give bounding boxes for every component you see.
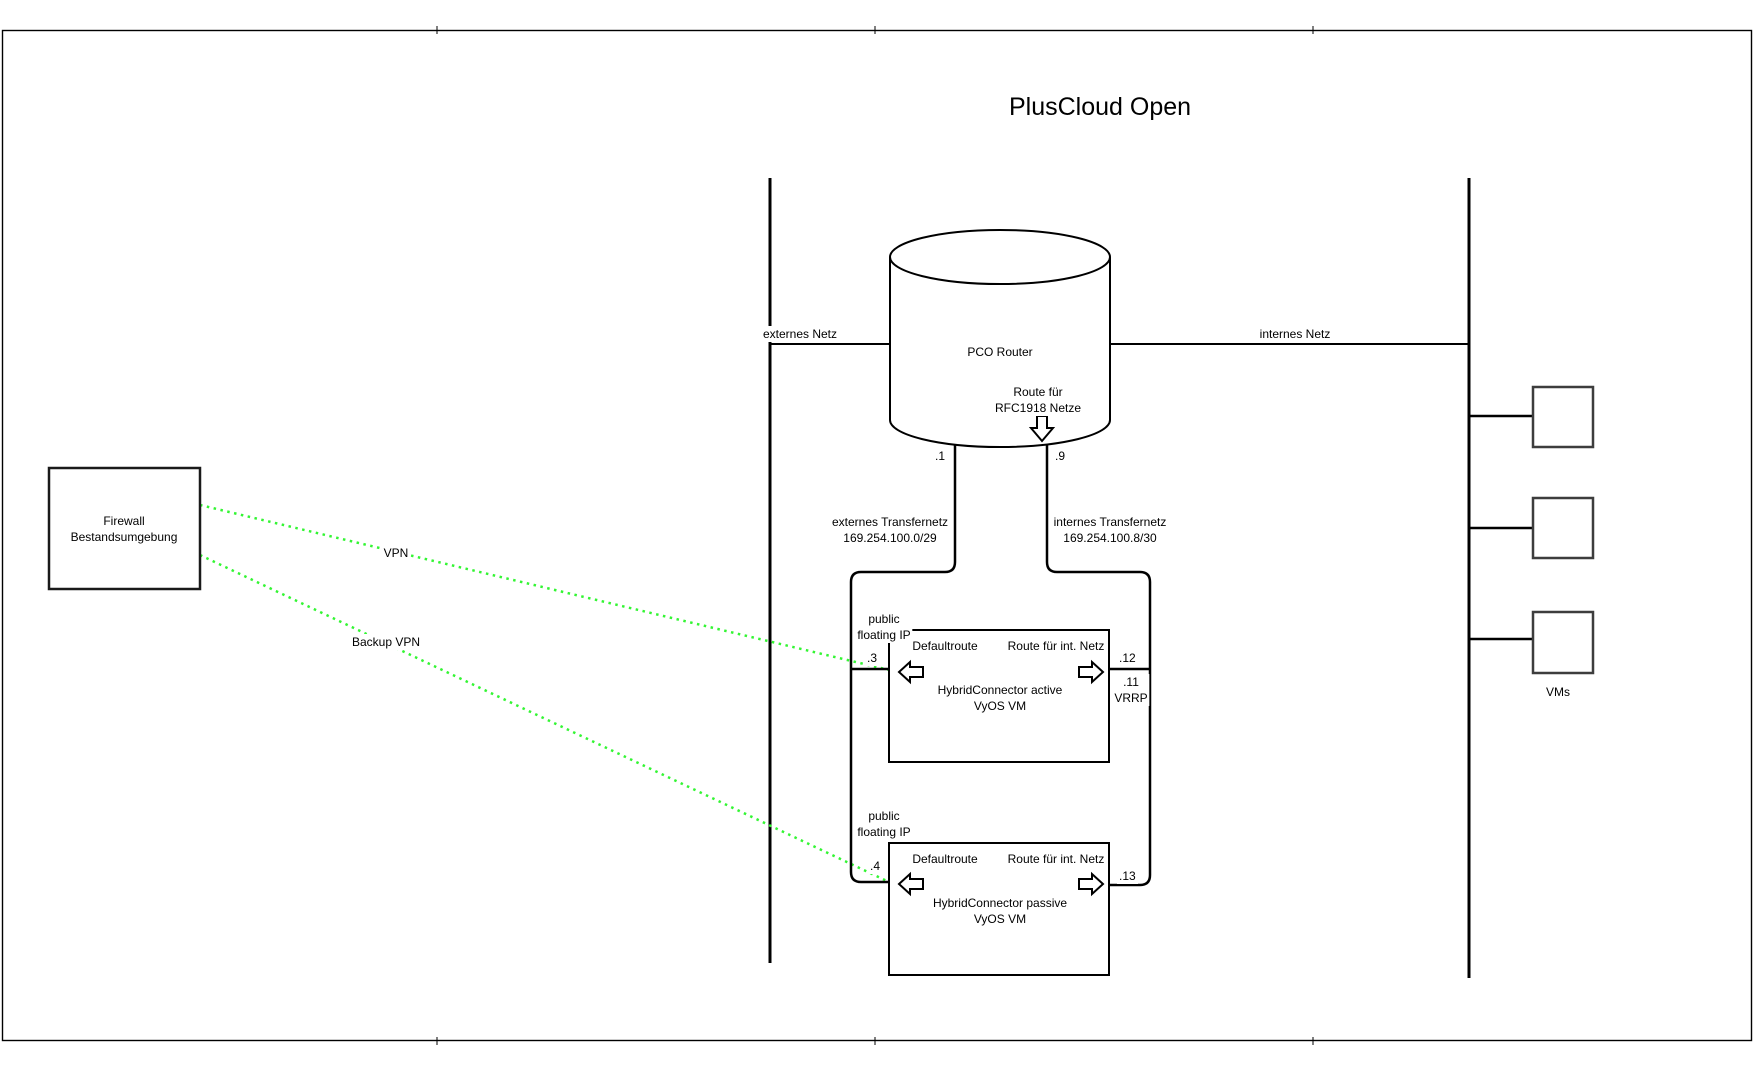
floating-ip-label-active: public floating IP	[855, 611, 913, 643]
active-connector-name: HybridConnector active VyOS VM	[935, 682, 1065, 714]
internal-transfer-label: internes Transfernetz 169.254.100.8/30	[1051, 514, 1169, 546]
active-route-int-label: Route für int. Netz	[1005, 638, 1107, 654]
router-ext-ip-label: .1	[932, 448, 947, 464]
passive-connector-name: HybridConnector passive VyOS VM	[930, 895, 1070, 927]
vms-label: VMs	[1544, 684, 1572, 700]
rfc1918-route-label: Route für RFC1918 Netze	[992, 384, 1084, 416]
passive-defaultroute-left-arrow-icon	[897, 871, 924, 897]
floating-ip-label-passive: public floating IP	[855, 808, 913, 840]
diagram-title: PlusCloud Open	[1006, 92, 1194, 122]
active-int-ip-label: .12	[1117, 650, 1138, 666]
backup-vpn-line	[199, 553, 890, 884]
rfc1918-route-down-arrow-icon	[1028, 415, 1056, 443]
external-transfer-label: externes Transfernetz 169.254.100.0/29	[829, 514, 951, 546]
active-route-int-right-arrow-icon	[1078, 659, 1105, 685]
active-defaultroute-label: Defaultroute	[910, 638, 980, 654]
vm-box-1	[1531, 385, 1595, 449]
backup-vpn-label: Backup VPN	[349, 634, 423, 650]
internal-net-label: internes Netz	[1257, 326, 1333, 342]
passive-route-int-label: Route für int. Netz	[1005, 851, 1107, 867]
passive-int-ip-label: .13	[1117, 868, 1138, 884]
external-net-label: externes Netz	[760, 326, 840, 342]
pco-router-label: PCO Router	[965, 344, 1035, 360]
active-defaultroute-left-arrow-icon	[897, 659, 924, 685]
page-border	[1, 29, 1753, 1042]
vm-box-3	[1531, 610, 1595, 675]
active-ext-ip-label: .3	[864, 650, 879, 666]
firewall-label: Firewall Bestandsumgebung	[68, 513, 180, 545]
external-transfer-bus	[849, 444, 957, 884]
active-vrrp-ip-label: .11 VRRP	[1112, 674, 1150, 706]
passive-defaultroute-label: Defaultroute	[910, 851, 980, 867]
passive-ext-ip-label: .4	[867, 858, 882, 874]
router-int-ip-label: .9	[1053, 448, 1068, 464]
vm-box-2	[1531, 496, 1595, 560]
internal-transfer-bus	[1045, 444, 1152, 887]
page-break-ticks	[436, 26, 1314, 1045]
vpn-line	[199, 503, 890, 672]
passive-route-int-right-arrow-icon	[1078, 871, 1105, 897]
vpn-label: VPN	[381, 545, 411, 561]
